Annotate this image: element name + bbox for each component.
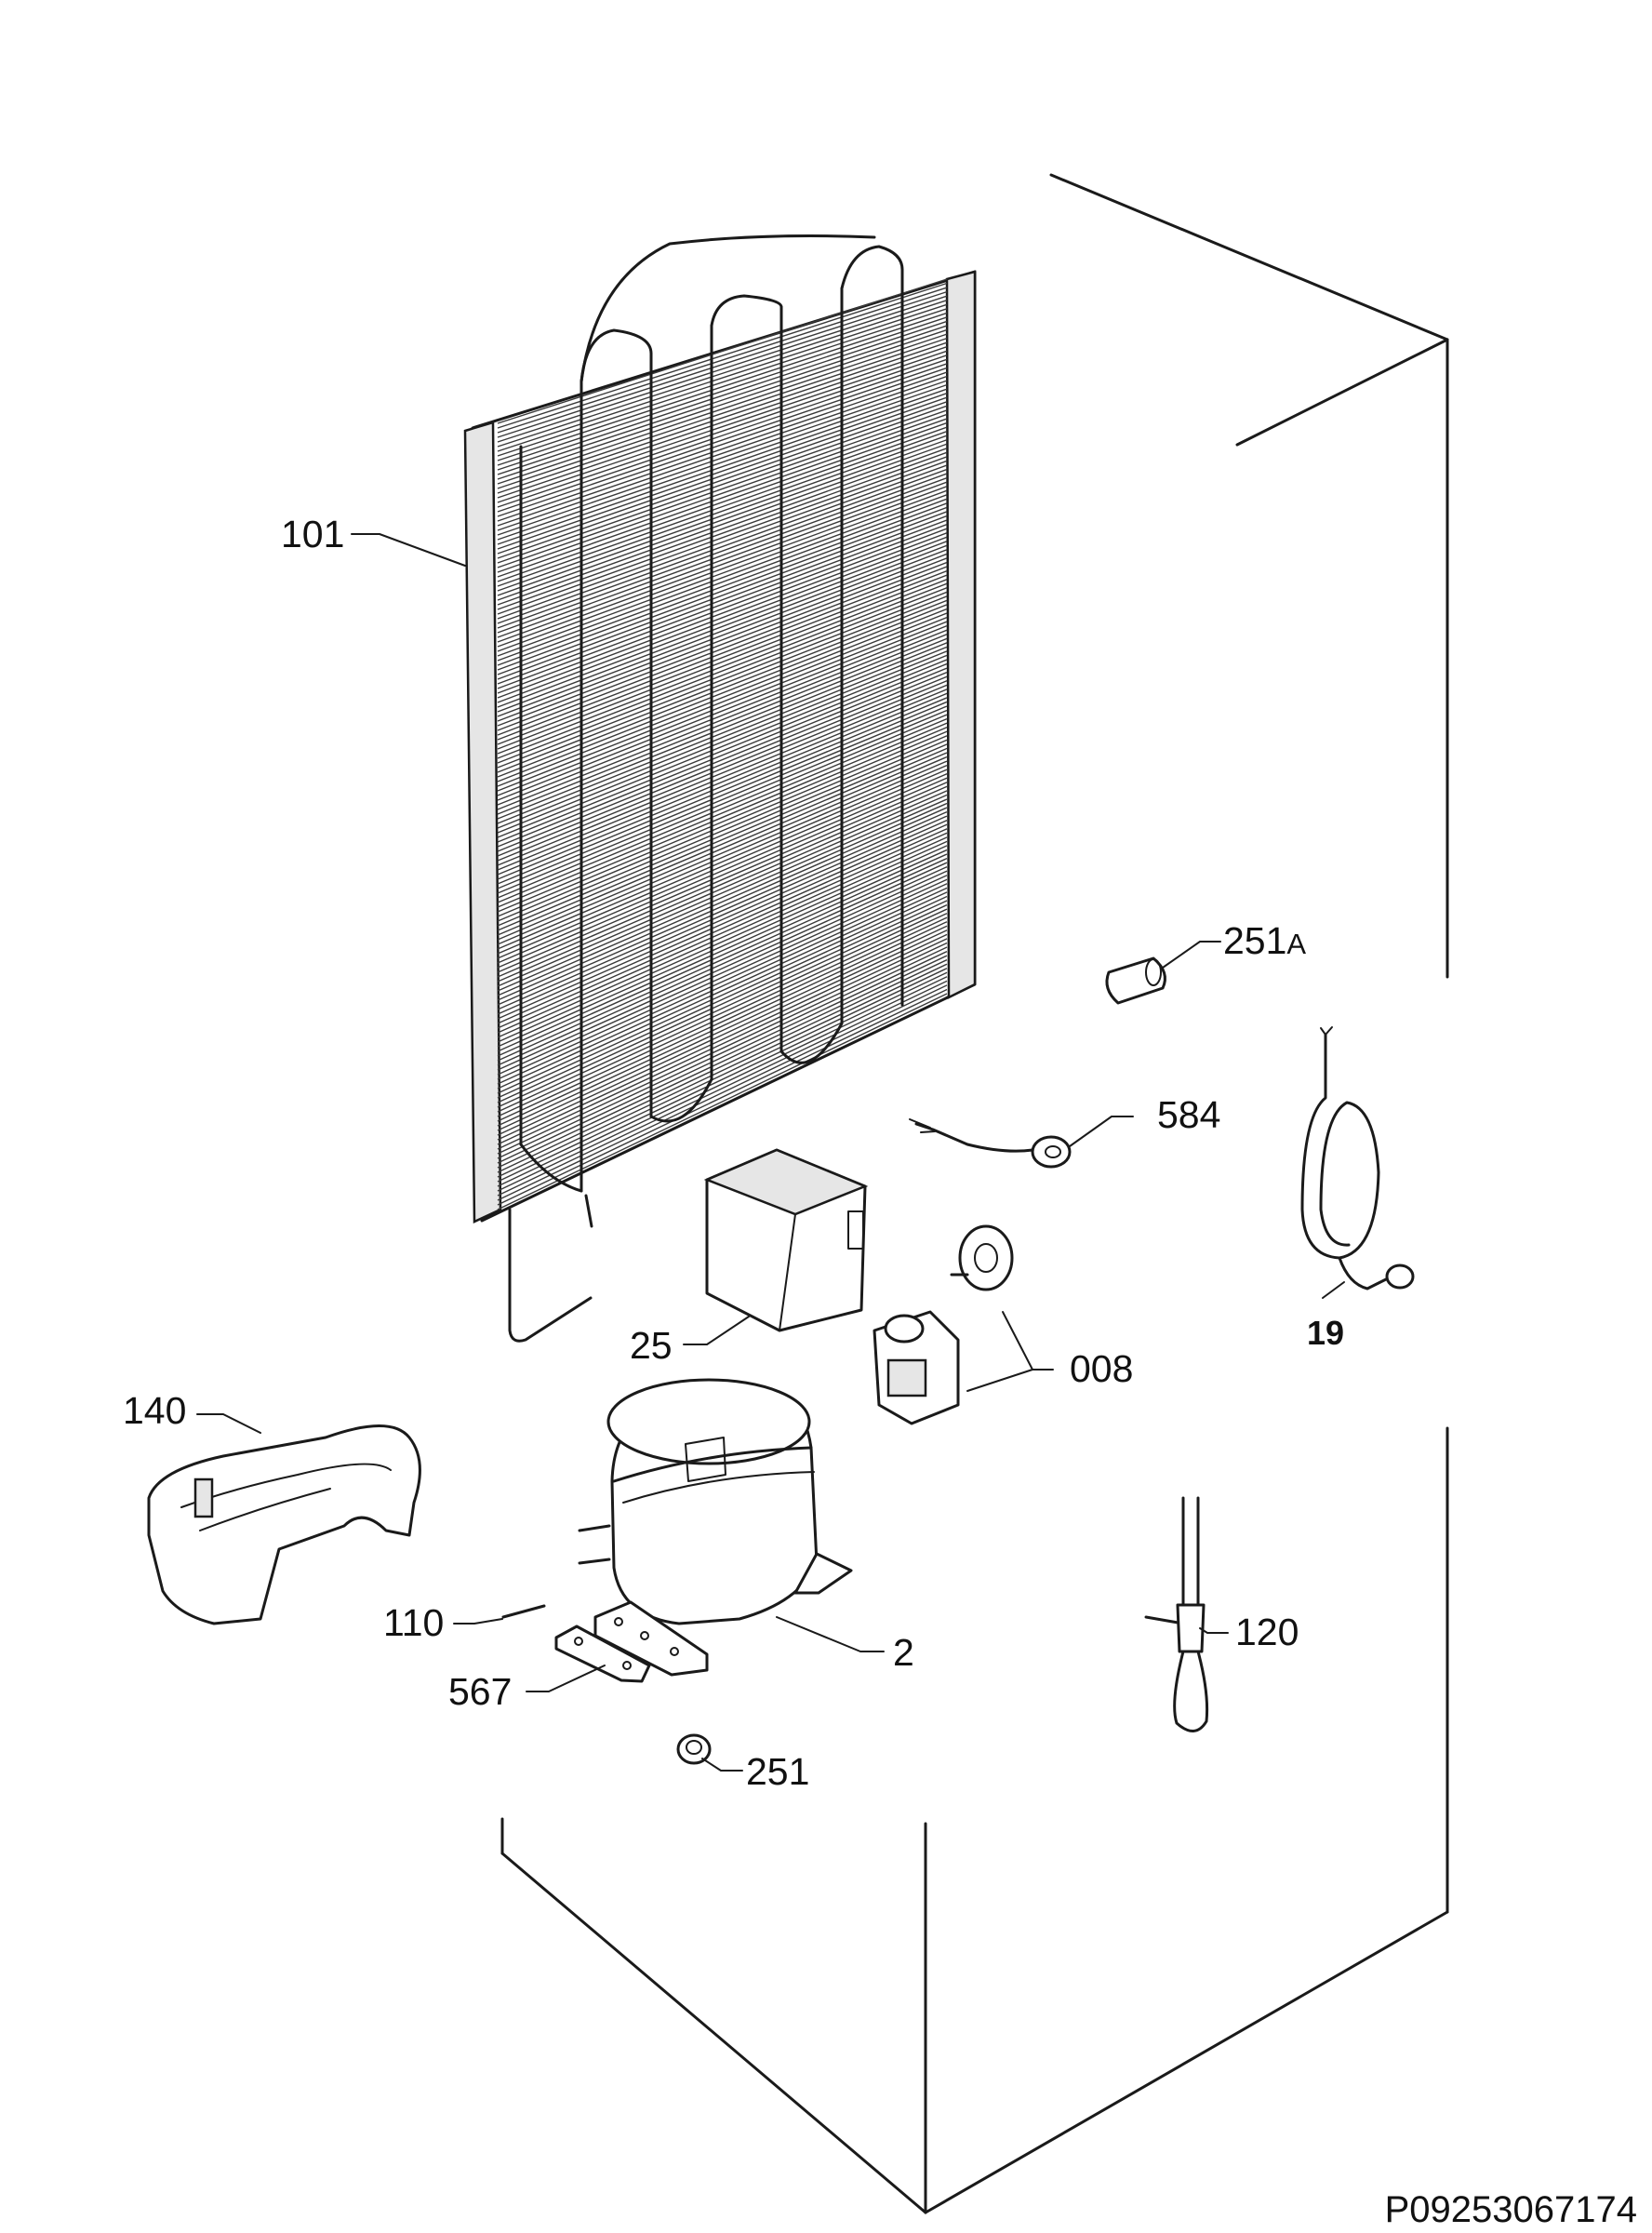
callout-584: 584 [1157, 1093, 1220, 1136]
grommet-part [676, 1733, 712, 1765]
callout-251: 251 [746, 1750, 809, 1793]
callout-25: 25 [630, 1324, 673, 1367]
cabinet-outline [500, 173, 1449, 2214]
power-cord-part [1300, 1026, 1415, 1290]
callout-567: 567 [448, 1670, 512, 1713]
callout-008: 008 [1070, 1347, 1133, 1390]
callout-19: 19 [1307, 1314, 1344, 1352]
callout-251a-suffix: A [1286, 928, 1306, 960]
callout-101: 101 [281, 513, 344, 555]
process-tube-part [501, 1604, 546, 1619]
callout-2: 2 [893, 1631, 914, 1674]
cable-584-part [909, 1118, 1072, 1169]
condenser-part [463, 234, 977, 1343]
callout-251a: 251A [1223, 919, 1306, 962]
mounting-plate-part [554, 1625, 651, 1683]
relay-box-part [703, 1148, 869, 1332]
callout-120: 120 [1235, 1611, 1299, 1653]
drier-251a-part [1105, 956, 1166, 1005]
condenser-fins [497, 278, 948, 1210]
callout-140: 140 [123, 1389, 186, 1432]
callout-labels: 101 251A 584 19 25 008 140 110 2 567 251… [123, 513, 1344, 1793]
compressor-part [578, 1378, 853, 1677]
callout-110: 110 [383, 1601, 444, 1644]
leader-lines [196, 533, 1345, 1772]
starter-relay-part [873, 1224, 1014, 1425]
drip-tray-part [147, 1424, 421, 1625]
heater-element-part [1144, 1496, 1209, 1732]
callout-251a-number: 251 [1223, 919, 1286, 962]
reference-code: P09253067174 [1385, 2189, 1637, 2230]
